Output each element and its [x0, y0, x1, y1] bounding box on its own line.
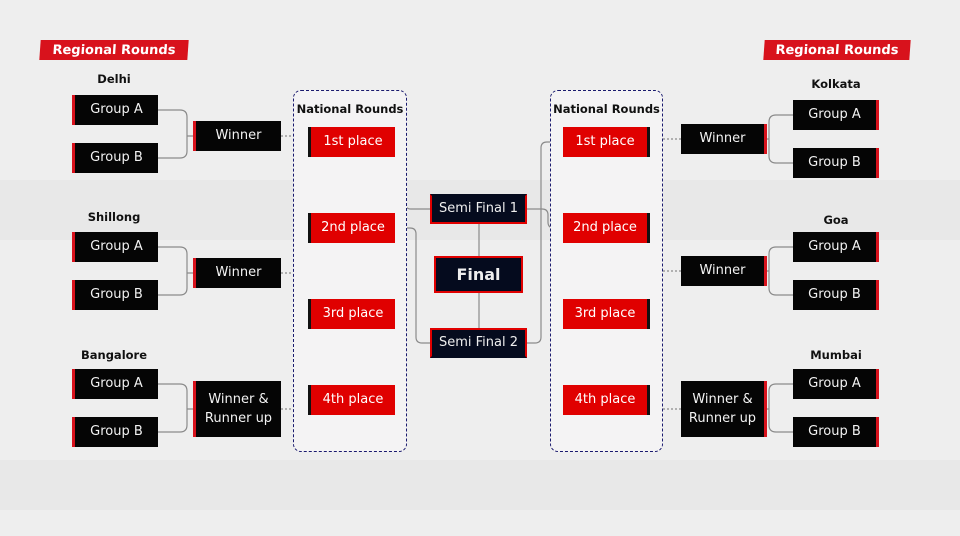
city-label: Kolkata	[811, 77, 861, 91]
group-box: Group B	[72, 280, 158, 310]
group-box: Group A	[793, 369, 879, 399]
place-box: 3rd place	[308, 299, 395, 329]
winner-runnerup-box: Winner & Runner up	[193, 381, 281, 437]
place-box: 1st place	[308, 127, 395, 157]
final-box: Final	[434, 256, 523, 293]
winner-box: Winner	[681, 256, 767, 286]
group-box: Group B	[793, 280, 879, 310]
winner-runnerup-box: Winner & Runner up	[681, 381, 767, 437]
place-box: 2nd place	[308, 213, 395, 243]
place-box: 1st place	[563, 127, 650, 157]
group-box: Group B	[793, 417, 879, 447]
background-band	[0, 460, 960, 510]
winner-box: Winner	[193, 121, 281, 151]
group-box: Group B	[72, 143, 158, 173]
city-label: Mumbai	[810, 348, 862, 362]
semi-final-1: Semi Final 1	[430, 194, 527, 224]
group-box: Group A	[72, 369, 158, 399]
place-box: 2nd place	[563, 213, 650, 243]
national-rounds-title: National Rounds	[296, 102, 404, 116]
group-box: Group A	[72, 232, 158, 262]
city-label: Goa	[823, 213, 849, 227]
place-box: 3rd place	[563, 299, 650, 329]
city-label: Shillong	[87, 210, 141, 224]
city-label: Delhi	[97, 72, 131, 86]
semi-final-2: Semi Final 2	[430, 328, 527, 358]
place-box: 4th place	[563, 385, 650, 415]
group-box: Group B	[793, 148, 879, 178]
winner-box: Winner	[193, 258, 281, 288]
group-box: Group A	[793, 232, 879, 262]
group-box: Group B	[72, 417, 158, 447]
national-rounds-title: National Rounds	[553, 102, 660, 116]
group-box: Group A	[793, 100, 879, 130]
regional-rounds-tag-right: Regional Rounds	[763, 40, 911, 60]
place-box: 4th place	[308, 385, 395, 415]
regional-rounds-tag-left: Regional Rounds	[39, 40, 189, 60]
city-label: Bangalore	[80, 348, 148, 362]
group-box: Group A	[72, 95, 158, 125]
winner-box: Winner	[681, 124, 767, 154]
